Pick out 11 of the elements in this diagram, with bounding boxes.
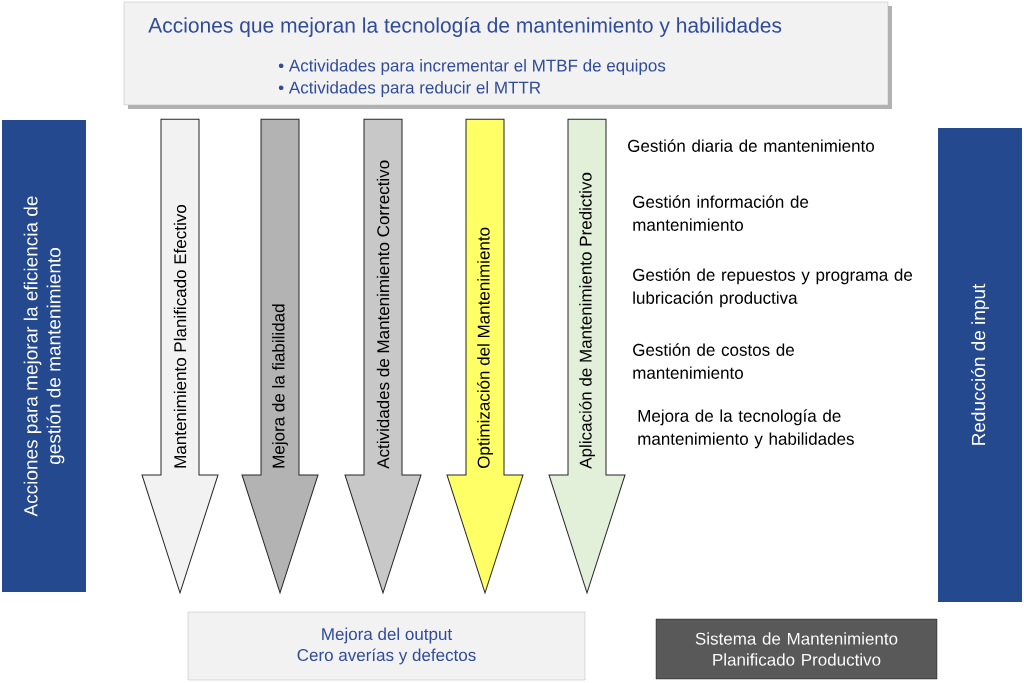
activity-label: Gestión información de mantenimiento (633, 195, 809, 231)
activity-label: Gestión de costos de mantenimiento (633, 343, 794, 379)
side-panel: Acciones para mejorar la eficiencia de gestión de mantenimiento (2, 120, 86, 592)
header-box: Acciones que mejoran la tecnología de mantenimiento y habilidades • Actividades para incrementar el MTBF de equipos • Actividades para reducir el MTTR (123, 1, 892, 109)
activity-label: Mejora de la tecnología de mantenimiento y habilidades (638, 409, 854, 449)
side-panel: Reducción de input (938, 128, 1022, 602)
output-box: Mejora del output Cero averías y defectos (187, 611, 586, 681)
system-box: Sistema de Mantenimiento Planificado Productivo (655, 618, 938, 680)
arrow-label: Mejora de la fiabilidad (271, 302, 289, 470)
activity-label: Gestión diaria de mantenimiento (628, 139, 874, 152)
activity-label: Gestión de repuestos y programa de lubricación productiva (633, 268, 913, 308)
